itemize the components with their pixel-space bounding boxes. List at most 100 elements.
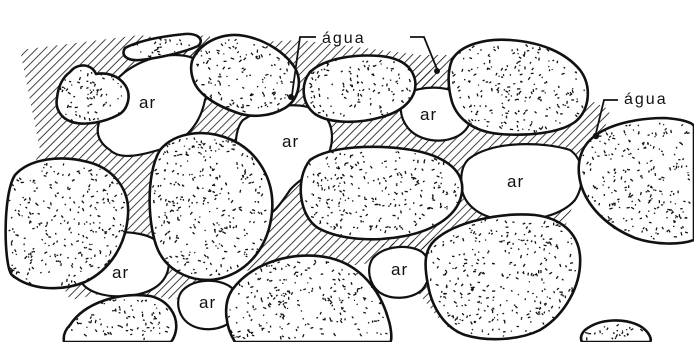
speckle bbox=[96, 94, 98, 96]
speckle bbox=[54, 254, 56, 255]
speckle bbox=[495, 85, 496, 86]
speckle bbox=[405, 191, 408, 193]
speckle bbox=[540, 301, 541, 304]
speckle bbox=[389, 114, 392, 115]
speckle bbox=[339, 300, 340, 301]
speckle bbox=[401, 177, 402, 178]
speckle bbox=[176, 44, 177, 45]
speckle bbox=[446, 286, 447, 288]
speckle bbox=[236, 162, 237, 165]
speckle bbox=[659, 200, 660, 203]
speckle bbox=[289, 292, 290, 294]
speckle bbox=[145, 323, 146, 326]
speckle bbox=[147, 327, 150, 328]
speckle bbox=[516, 326, 519, 328]
speckle bbox=[209, 146, 211, 149]
speckle bbox=[396, 183, 398, 184]
speckle bbox=[339, 298, 340, 299]
speckle bbox=[142, 314, 143, 317]
speckle bbox=[37, 226, 38, 228]
speckle bbox=[242, 182, 243, 183]
speckle bbox=[575, 78, 577, 80]
speckle bbox=[246, 105, 249, 106]
speckle bbox=[179, 154, 182, 155]
speckle bbox=[562, 104, 564, 106]
speckle bbox=[319, 173, 320, 174]
speckle bbox=[656, 227, 658, 229]
speckle bbox=[62, 87, 64, 88]
speckle bbox=[91, 72, 92, 74]
speckle bbox=[559, 307, 561, 309]
speckle bbox=[388, 88, 390, 91]
speckle bbox=[361, 220, 362, 222]
speckle bbox=[64, 239, 65, 240]
speckle bbox=[494, 317, 495, 318]
speckle bbox=[622, 155, 624, 156]
speckle bbox=[364, 197, 365, 198]
speckle bbox=[506, 116, 507, 119]
speckle bbox=[81, 254, 82, 257]
speckle bbox=[488, 321, 490, 322]
speckle bbox=[571, 99, 574, 100]
speckle bbox=[529, 281, 530, 282]
speckle bbox=[613, 176, 614, 178]
speckle bbox=[177, 261, 178, 262]
speckle bbox=[209, 51, 210, 53]
speckle bbox=[96, 191, 98, 193]
speckle bbox=[413, 202, 415, 204]
speckle bbox=[390, 80, 391, 81]
speckle bbox=[517, 93, 519, 95]
speckle bbox=[536, 130, 537, 132]
speckle bbox=[625, 125, 627, 126]
speckle bbox=[83, 168, 84, 169]
speckle bbox=[641, 177, 642, 179]
grain bbox=[150, 133, 273, 280]
speckle bbox=[245, 249, 248, 250]
speckle bbox=[415, 213, 417, 215]
speckle bbox=[487, 69, 488, 70]
speckle bbox=[471, 265, 472, 266]
speckle bbox=[628, 230, 630, 231]
speckle bbox=[513, 83, 514, 84]
speckle bbox=[30, 180, 31, 181]
speckle bbox=[318, 112, 321, 113]
speckle bbox=[588, 333, 591, 334]
speckle bbox=[474, 269, 476, 271]
speckle bbox=[278, 108, 279, 110]
speckle bbox=[441, 291, 443, 293]
speckle bbox=[257, 49, 259, 52]
speckle bbox=[264, 95, 265, 97]
speckle bbox=[538, 270, 539, 273]
speckle bbox=[536, 296, 537, 297]
speckle bbox=[540, 270, 541, 273]
speckle bbox=[218, 76, 221, 77]
speckle bbox=[65, 204, 66, 206]
speckle bbox=[73, 96, 75, 97]
speckle bbox=[542, 290, 543, 292]
speckle bbox=[320, 328, 323, 329]
speckle bbox=[274, 97, 276, 99]
speckle bbox=[646, 162, 647, 163]
speckle bbox=[158, 324, 159, 325]
speckle bbox=[106, 245, 108, 246]
speckle bbox=[527, 291, 529, 292]
speckle bbox=[477, 53, 478, 54]
speckle bbox=[86, 81, 88, 82]
speckle bbox=[616, 330, 618, 331]
speckle bbox=[427, 208, 430, 209]
speckle bbox=[559, 291, 562, 292]
speckle bbox=[493, 47, 495, 49]
speckle bbox=[663, 180, 664, 181]
speckle bbox=[69, 197, 71, 199]
speckle bbox=[509, 90, 510, 91]
speckle bbox=[358, 99, 360, 101]
speckle bbox=[610, 218, 612, 219]
speckle bbox=[451, 316, 452, 317]
speckle bbox=[528, 129, 529, 131]
speckle bbox=[180, 165, 182, 166]
speckle bbox=[263, 314, 265, 316]
speckle bbox=[473, 271, 476, 272]
speckle bbox=[46, 222, 47, 225]
speckle bbox=[431, 250, 433, 253]
speckle bbox=[287, 308, 288, 309]
